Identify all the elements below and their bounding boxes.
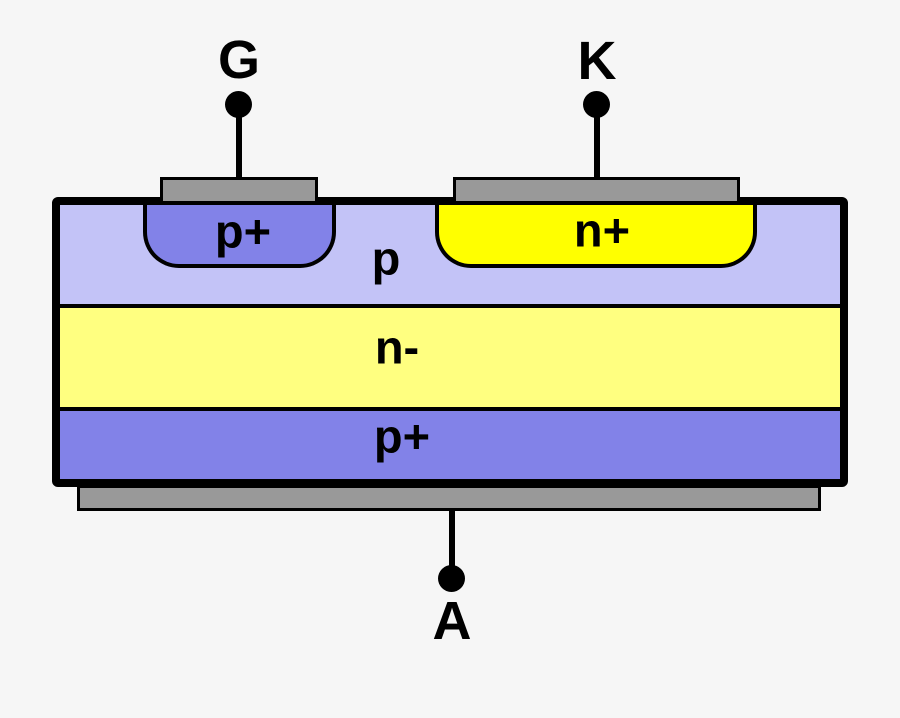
p-plus-substrate-label: p+	[373, 409, 431, 463]
gate-lead-wire	[236, 104, 242, 180]
p-plus-substrate-layer	[60, 411, 840, 479]
anode-terminal-label: A	[432, 591, 472, 651]
anode-lead-wire	[449, 509, 455, 580]
n-plus-well-label: n+	[573, 203, 631, 257]
gate-electrode	[160, 177, 318, 204]
gate-terminal-label: G	[217, 30, 261, 90]
cathode-lead-wire	[594, 104, 600, 180]
nminus-pplus-junction-line	[60, 407, 840, 411]
p-plus-well	[143, 205, 336, 268]
n-minus-layer-label: n-	[374, 320, 420, 374]
p-plus-well-label: p+	[214, 204, 272, 258]
n-minus-layer	[60, 308, 840, 407]
p-nminus-junction-line	[60, 304, 840, 308]
anode-electrode	[77, 485, 821, 511]
p-layer-label: p	[371, 231, 401, 285]
n-plus-well	[435, 205, 757, 268]
cathode-electrode	[453, 177, 740, 204]
cathode-terminal-label: K	[577, 31, 617, 91]
anode-terminal-dot-icon	[438, 565, 465, 592]
